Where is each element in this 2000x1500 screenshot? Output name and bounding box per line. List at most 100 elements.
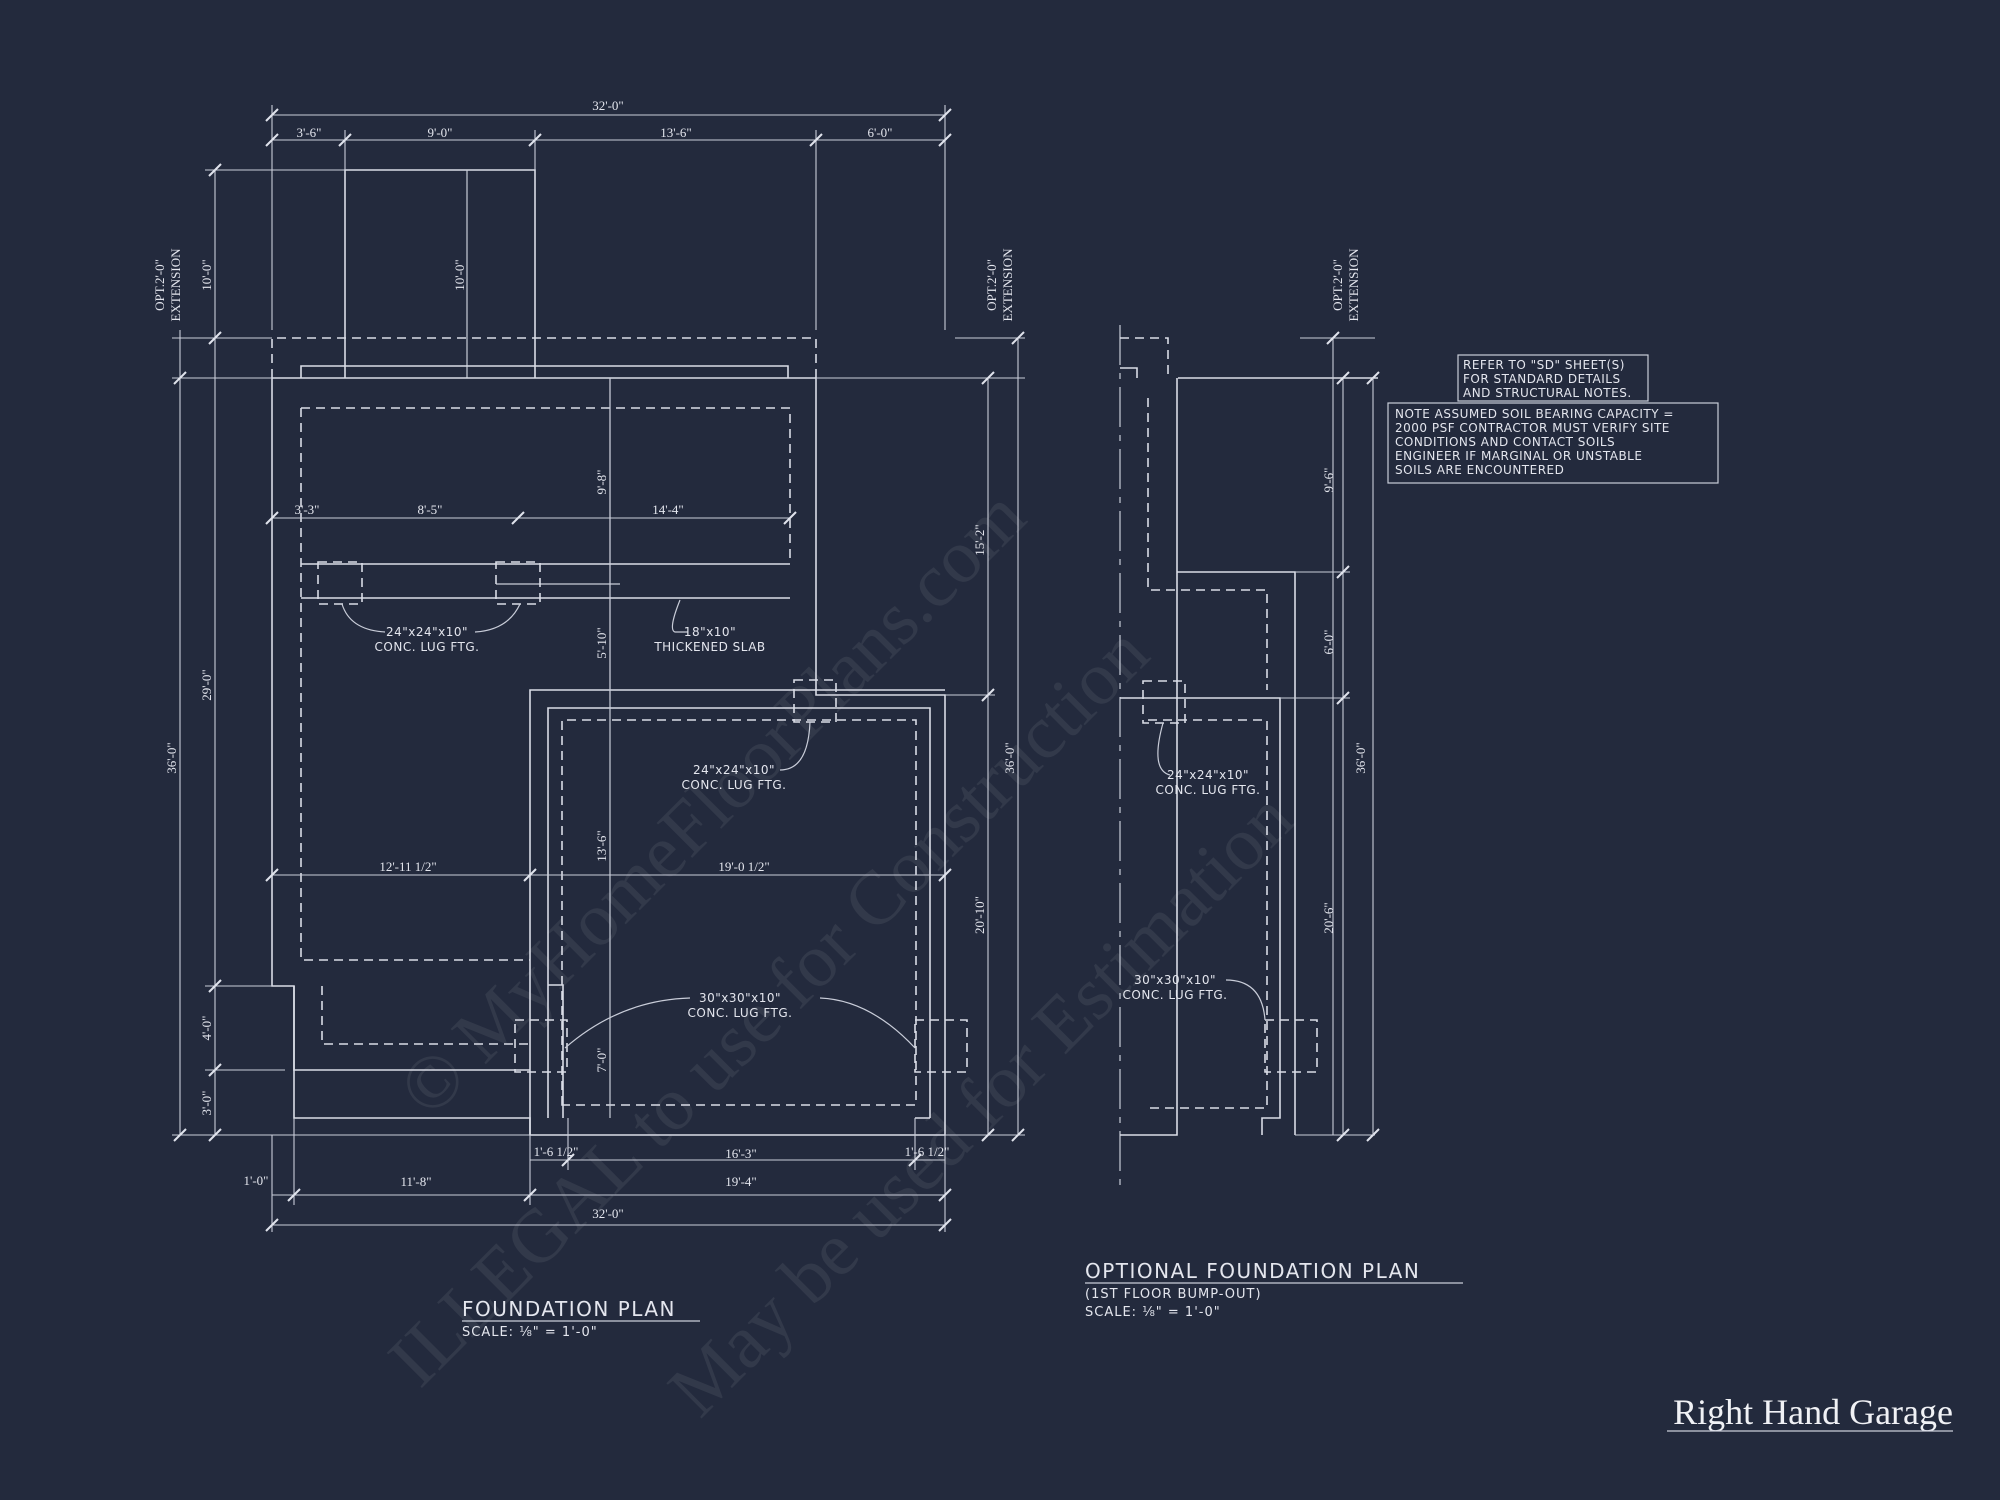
lug1-note-line2: CONC. LUG FTG. [375,640,480,654]
opt-ext-note-2: EXTENSION [1346,248,1361,322]
dim-left-overall-label: 36'-0" [164,742,179,773]
right-ext-note-2: EXTENSION [1000,248,1015,322]
dimension-lines [172,105,1025,1232]
opt-plan-title-block: OPTIONAL FOUNDATION PLAN (1ST FLOOR BUMP… [1085,1259,1463,1320]
refer-note-line-1: REFER TO "SD" SHEET(S) [1463,358,1625,372]
sheet-label-block: Right Hand Garage [1667,1392,1953,1432]
soil-note-line-5: SOILS ARE ENCOUNTERED [1395,463,1564,477]
leader-lug-1 [341,603,521,633]
leader-slab [671,599,688,633]
dim-left-a-label: 29'-0" [199,669,214,700]
sheet-label: Right Hand Garage [1673,1392,1953,1432]
general-notes: REFER TO "SD" SHEET(S) FOR STANDARD DETA… [1387,354,1719,484]
plan-callouts: 24"x24"x10" CONC. LUG FTG. 18"x10" THICK… [375,625,793,1020]
soil-note-line-3: CONDITIONS AND CONTACT SOILS [1395,435,1615,449]
refer-note-line-2: FOR STANDARD DETAILS [1463,372,1621,386]
garage-curb [548,984,930,1119]
opt-lug1-note-line1: 24"x24"x10" [1167,768,1249,782]
opt-plan-subtitle: (1ST FLOOR BUMP-OUT) [1085,1287,1262,1302]
dim-top-seg1-label: 3'-6" [297,125,322,140]
lug3-note-line2: CONC. LUG FTG. [688,1006,793,1020]
lug-footing-3 [793,679,837,723]
opt-extension-outline [271,337,817,378]
dim-bottom-f-label: 19'-4" [725,1174,756,1189]
lug1-note-line1: 24"x24"x10" [386,625,468,639]
dim-right-overall-label: 36'-0" [1002,742,1017,773]
soil-note-line-2: 2000 PSF CONTRACTOR MUST VERIFY SITE [1395,421,1670,435]
dim-int-c-label: 14'-4" [652,502,683,517]
dim-bottom-a-label: 1'-6 1/2" [534,1144,579,1159]
opt-leader-2 [1225,979,1266,1021]
dim-top-overall-label: 32'-0" [592,98,623,113]
optional-plan-drawing: OPT.2'-0" EXTENSION 9'-6" 6'-0" 20'-6" 3… [1119,248,1380,1190]
garage-wall-outer [529,689,945,1135]
opt-plan-scale: SCALE: ⅛" = 1'-0" [1085,1305,1221,1320]
left-ext-note-2: EXTENSION [168,248,183,322]
dim-bottom-overall-label: 32'-0" [592,1206,623,1221]
opt-lug2-note-line1: 30"x30"x10" [1134,973,1216,987]
leader-lug-3 [564,997,916,1049]
leader-lug-2 [779,721,811,771]
lug-footing-5 [914,1019,968,1073]
foundation-plan-drawing [271,169,968,1136]
plan-title: FOUNDATION PLAN [462,1297,676,1321]
opt-extension-outline-2 [1120,337,1169,378]
dimension-text: 32'-0" 3'-6" 9'-0" 13'-6" 6'-0" 3'-3" 8'… [152,98,1017,1221]
slab-note-line2: THICKENED SLAB [653,640,765,654]
house-step-line [293,986,530,1071]
opt-footing [1147,398,1268,1109]
opt-plan-title: OPTIONAL FOUNDATION PLAN [1085,1259,1420,1283]
opt-dim-c-label: 20'-6" [1321,902,1336,933]
dim-top-seg4-label: 6'-0" [868,125,893,140]
dim-right-b-label: 20'-10" [972,896,987,934]
lug-footing-2 [495,561,541,605]
dim-bottom-b-label: 16'-3" [725,1146,756,1161]
dim-int-a-label: 3'-3" [295,502,320,517]
garage-wall-inner [547,707,931,1118]
house-footing-left [300,408,530,961]
dim-v2-label: 5'-10" [594,627,609,658]
dim-top-seg2-label: 9'-0" [428,125,453,140]
dim-left-b-label: 4'-0" [199,1016,214,1041]
dim-int-b-label: 8'-5" [418,502,443,517]
left-ext-note-1: OPT.2'-0" [152,259,167,311]
opt-dim-overall-label: 36'-0" [1353,742,1368,773]
dim-bottom-d-label: 1'-0" [244,1173,269,1188]
dim-int-e-label: 19'-0 1/2" [718,859,769,874]
lug-footing-1 [317,561,363,605]
house-footing-bottom [321,986,530,1045]
dim-left-c-label: 3'-0" [199,1091,214,1116]
dim-v5-label: 10'-0" [452,259,467,290]
lug3-note-line1: 30"x30"x10" [699,991,781,1005]
opt-ext-note-1: OPT.2'-0" [1330,259,1345,311]
opt-wall-inner [1120,697,1281,1135]
opt-dim-b-label: 6'-0" [1321,630,1336,655]
dim-v3-label: 13'-6" [594,830,609,861]
opt-lug-footing-1 [1142,680,1186,724]
opt-lug1-note-line2: CONC. LUG FTG. [1156,783,1261,797]
dim-left-ext-label: 10'-0" [199,259,214,290]
right-ext-note-1: OPT.2'-0" [984,259,999,311]
house-footing [301,407,791,560]
dim-bottom-e-label: 11'-8" [401,1174,432,1189]
opt-lug2-note-line2: CONC. LUG FTG. [1123,988,1228,1002]
dim-v4-label: 7'-0" [594,1048,609,1073]
soil-note-line-1: NOTE ASSUMED SOIL BEARING CAPACITY = [1395,407,1674,421]
opt-extension-inner [300,365,789,378]
dim-int-d-label: 12'-11 1/2" [379,859,436,874]
stair-outline [344,169,536,378]
opt-leader-1 [1157,722,1171,776]
dim-bottom-c-label: 1'-6 1/2" [905,1144,950,1159]
plan-scale: SCALE: ⅛" = 1'-0" [462,1325,598,1340]
plan-title-block: FOUNDATION PLAN SCALE: ⅛" = 1'-0" [462,1297,700,1340]
watermark-line-3: May be used for Estimation [653,776,1309,1432]
dim-top-seg3-label: 13'-6" [660,125,691,140]
dim-right-a-label: 15'-2" [972,524,987,555]
thickened-slab [301,563,790,599]
soil-note-box [1387,402,1719,484]
refer-note-box [1457,354,1649,402]
opt-dim-a-label: 9'-6" [1321,468,1336,493]
dimension-ticks [173,108,1025,1232]
lug2-note-line2: CONC. LUG FTG. [682,778,787,792]
